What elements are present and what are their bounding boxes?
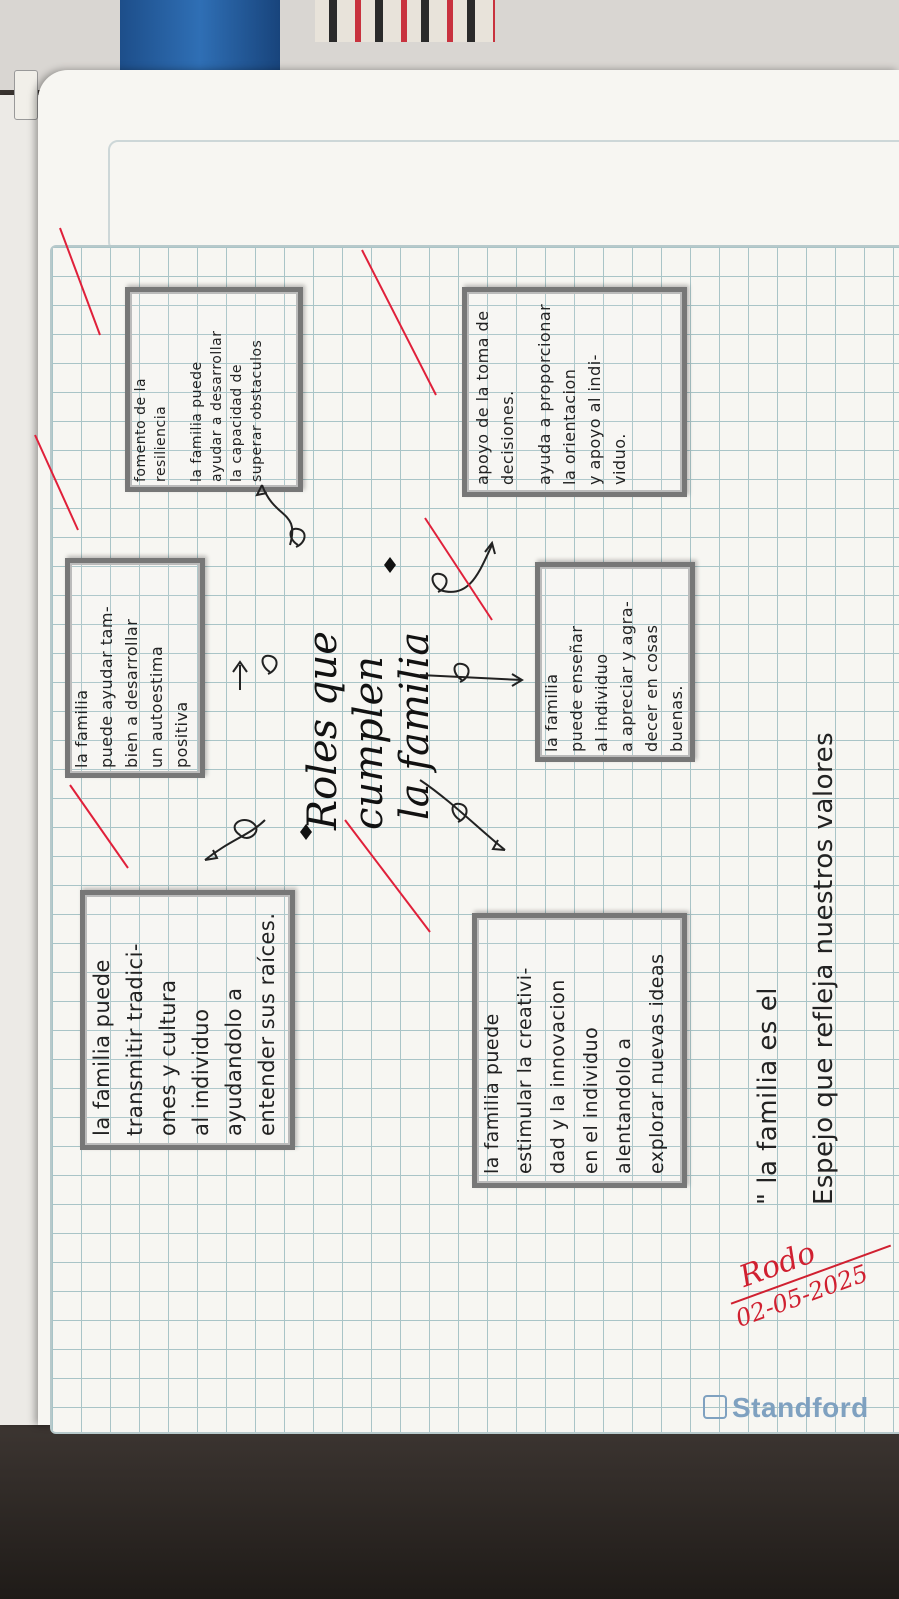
check-mark-icon bbox=[344, 819, 431, 933]
arrow-to-resilience bbox=[261, 484, 294, 546]
check-mark-icon bbox=[361, 249, 437, 396]
flourish-icon bbox=[233, 819, 258, 839]
brand-logo: Standford bbox=[703, 1392, 869, 1424]
diamond-bullets bbox=[300, 557, 396, 840]
arrows bbox=[204, 484, 524, 861]
notebook-page bbox=[38, 70, 899, 1434]
arrowhead-icon bbox=[484, 540, 496, 555]
arrowhead-icon bbox=[232, 660, 248, 673]
arrowhead-icon bbox=[255, 484, 268, 497]
diamond-icon bbox=[300, 824, 312, 840]
brand-icon bbox=[703, 1394, 727, 1419]
notebook-cover bbox=[0, 95, 45, 1425]
grid-paper bbox=[50, 245, 899, 1434]
diamond-icon bbox=[384, 557, 396, 573]
brand-name: Standford bbox=[732, 1392, 869, 1423]
arrowhead-icon bbox=[491, 839, 506, 851]
arrow-to-traditions bbox=[204, 819, 266, 861]
arrowhead-icon bbox=[204, 849, 219, 861]
arrow-to-gratitude bbox=[419, 674, 523, 681]
flourish-icon bbox=[453, 662, 470, 683]
check-mark-icon bbox=[69, 784, 129, 869]
arrow-to-decisions bbox=[439, 544, 493, 593]
flourish-icon bbox=[451, 802, 468, 823]
flourish-icon bbox=[431, 572, 448, 593]
page-tab bbox=[14, 70, 38, 120]
check-mark-icon bbox=[59, 227, 101, 336]
plaid-fabric bbox=[315, 0, 495, 42]
arrowhead-icon bbox=[511, 673, 524, 687]
arrow-to-creativity bbox=[419, 779, 506, 851]
blue-fabric bbox=[120, 0, 280, 80]
table-surface bbox=[0, 1420, 899, 1599]
check-marks bbox=[34, 227, 493, 933]
flourish-icon bbox=[261, 654, 278, 675]
flourish-icon bbox=[289, 527, 306, 548]
check-mark-icon bbox=[424, 517, 493, 621]
check-mark-icon bbox=[34, 434, 79, 531]
